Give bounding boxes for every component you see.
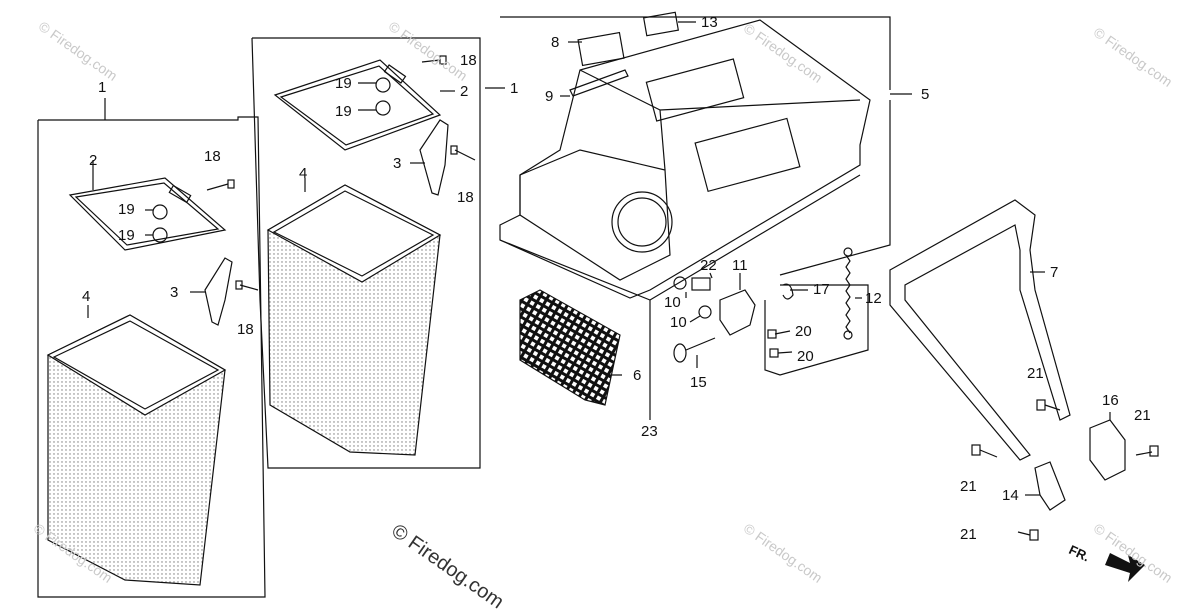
callout-1: 1 bbox=[510, 80, 519, 97]
callout-8: 8 bbox=[551, 34, 560, 51]
callout-17: 17 bbox=[813, 281, 830, 298]
assembly-border-right bbox=[251, 37, 481, 469]
callout-4: 4 bbox=[299, 165, 308, 182]
callout-19: 19 bbox=[335, 75, 352, 92]
frame-left bbox=[68, 177, 227, 251]
bracket-right bbox=[419, 119, 449, 196]
callout-19: 19 bbox=[118, 201, 135, 218]
callout-22: 22 bbox=[700, 257, 717, 274]
callout-11: 11 bbox=[732, 257, 748, 274]
bracket-14 bbox=[1034, 461, 1066, 511]
assembly-border-left bbox=[37, 116, 266, 598]
parts-diagram: 1 1 2 2 3 3 4 4 5 6 7 8 9 10 10 11 12 13… bbox=[31, 11, 1175, 613]
callout-14: 14 bbox=[1002, 487, 1019, 504]
callout-23: 23 bbox=[641, 423, 658, 440]
callout-6: 6 bbox=[633, 367, 642, 384]
callout-2: 2 bbox=[89, 152, 98, 169]
callout-15: 15 bbox=[690, 374, 707, 391]
callout-21: 21 bbox=[960, 478, 977, 495]
callout-1: 1 bbox=[98, 79, 107, 96]
callout-21: 21 bbox=[1134, 407, 1151, 424]
callout-20: 20 bbox=[795, 323, 812, 340]
callout-3: 3 bbox=[170, 284, 179, 301]
callout-21: 21 bbox=[1027, 365, 1044, 382]
lift-bracket bbox=[889, 199, 1071, 461]
callout-5: 5 bbox=[921, 86, 930, 103]
callout-12: 12 bbox=[865, 290, 882, 307]
frame-right bbox=[273, 59, 442, 151]
callout-9: 9 bbox=[545, 88, 554, 105]
exploded-view-drawing bbox=[37, 11, 1159, 598]
callout-19: 19 bbox=[118, 227, 135, 244]
callout-10: 10 bbox=[664, 294, 681, 311]
callout-7: 7 bbox=[1050, 264, 1059, 281]
callout-2: 2 bbox=[460, 83, 469, 100]
callout-18: 18 bbox=[460, 52, 477, 69]
front-arrow bbox=[1105, 553, 1145, 582]
housing bbox=[499, 19, 871, 299]
grate-cover bbox=[519, 289, 621, 406]
callout-16: 16 bbox=[1102, 392, 1119, 409]
callout-18: 18 bbox=[204, 148, 221, 165]
callout-20: 20 bbox=[797, 348, 814, 365]
spring bbox=[845, 254, 851, 334]
callout-18: 18 bbox=[237, 321, 254, 338]
bracket-left bbox=[204, 257, 233, 326]
callout-4: 4 bbox=[82, 288, 91, 305]
callout-13: 13 bbox=[701, 14, 718, 31]
callout-18: 18 bbox=[457, 189, 474, 206]
callout-19: 19 bbox=[335, 103, 352, 120]
callout-10: 10 bbox=[670, 314, 687, 331]
callout-21: 21 bbox=[960, 526, 977, 543]
callout-3: 3 bbox=[393, 155, 402, 172]
bracket-16 bbox=[1089, 419, 1126, 481]
